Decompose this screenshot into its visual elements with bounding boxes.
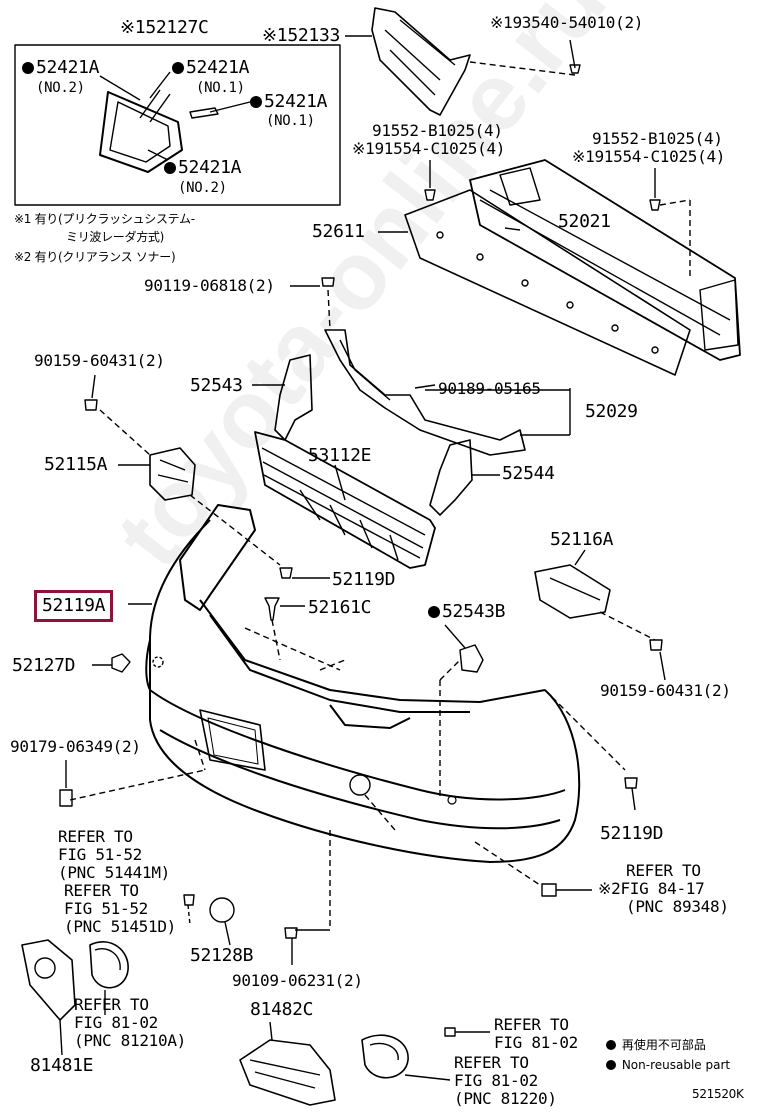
label-52127D: 52127D xyxy=(12,655,76,676)
bracket-52133 xyxy=(371,7,471,116)
clip-52161C xyxy=(264,597,280,621)
label-81482C: 81482C xyxy=(250,999,314,1020)
bolt-90159-left xyxy=(84,399,98,411)
figure-code: 521520K xyxy=(692,1087,744,1101)
label-52021: 52021 xyxy=(558,211,611,232)
label-52611: 52611 xyxy=(312,221,365,242)
cap-52128B xyxy=(209,897,235,923)
note-1: ※1 有り(プリクラッシュシステム- xyxy=(14,212,195,226)
note-no2-a: (NO.2) xyxy=(36,80,85,96)
note-no1-a: (NO.1) xyxy=(196,80,245,96)
non-reusable-mark-icon xyxy=(606,1040,616,1050)
screw-right xyxy=(444,1027,456,1037)
pad-52543B xyxy=(459,644,484,673)
label-90159-left: 90159-60431(2) xyxy=(34,351,165,370)
label-90119: 90119-06818(2) xyxy=(144,276,275,295)
label-52128B: 52128B xyxy=(190,945,254,966)
bolt-90119 xyxy=(321,277,335,287)
label-52421A-no2-b: 52421A xyxy=(164,158,242,178)
fog-cover-81481E xyxy=(21,939,76,1021)
note-no2-b: (NO.2) xyxy=(178,180,227,196)
sonar-clip xyxy=(541,883,557,897)
screw-left xyxy=(183,894,195,906)
clip-52119D-bottom xyxy=(624,777,638,789)
bracket-52544 xyxy=(429,439,473,516)
legend-jp: 再使用不可部品 xyxy=(606,1036,706,1053)
leader-inset-2 xyxy=(149,71,171,99)
bumper-cover-52119A xyxy=(145,504,581,863)
non-reusable-mark-icon xyxy=(428,606,440,618)
label-52421A-no2-a: 52421A xyxy=(22,58,100,78)
bolt-93540 xyxy=(569,64,581,74)
label-52544: 52544 xyxy=(502,463,555,484)
label-52133: ※152133 xyxy=(262,25,341,46)
non-reusable-mark-icon xyxy=(606,1060,616,1070)
clip-52119D-top xyxy=(279,567,293,579)
label-52115A: 52115A xyxy=(44,454,108,475)
label-93540: ※193540-54010(2) xyxy=(490,13,644,32)
non-reusable-mark-icon xyxy=(164,162,176,174)
label-52119D-top: 52119D xyxy=(332,569,396,590)
label-52543: 52543 xyxy=(190,375,243,396)
fog-lamp-right xyxy=(361,1034,409,1079)
refer-89348[interactable]: REFER TO ※2FIG 84-17 (PNC 89348) xyxy=(598,861,729,916)
bracket-52115A xyxy=(149,447,196,501)
screw-90109 xyxy=(284,927,298,939)
label-90159-right: 90159-60431(2) xyxy=(600,681,731,700)
leader-inset-1 xyxy=(99,75,141,101)
bolt-91552-right xyxy=(649,199,661,211)
grille-53112E xyxy=(254,431,436,569)
label-52543B: 52543B xyxy=(428,602,506,622)
label-52421A-no1-a: 52421A xyxy=(172,58,250,78)
label-52119A-selected[interactable]: 52119A xyxy=(34,590,114,622)
bracket-52543 xyxy=(274,354,313,441)
note-no1-b: (NO.1) xyxy=(266,113,315,129)
label-53112E: 53112E xyxy=(308,445,372,466)
non-reusable-mark-icon xyxy=(250,96,262,108)
label-52127C: ※152127C xyxy=(120,17,209,38)
label-91552-right: 91552-B1025(4) xyxy=(592,129,723,148)
legend-en: Non-reusable part xyxy=(606,1058,730,1072)
leader-inset-4 xyxy=(147,149,169,161)
label-52116A: 52116A xyxy=(550,529,614,550)
note-2: ※2 有り(クリアランス ソナー) xyxy=(14,250,176,264)
label-90179: 90179-06349(2) xyxy=(10,737,141,756)
radar-cover-inset xyxy=(99,89,219,173)
leader-inset-3 xyxy=(209,101,251,113)
non-reusable-mark-icon xyxy=(172,62,184,74)
label-91552-left: 91552-B1025(4) xyxy=(372,121,503,140)
label-52119D-bottom: 52119D xyxy=(600,823,664,844)
bolt-90159-right xyxy=(649,639,663,651)
fog-lamp-left xyxy=(89,941,129,989)
inset-frame xyxy=(14,44,341,206)
label-81481E: 81481E xyxy=(30,1055,94,1076)
cap-52127D xyxy=(111,653,131,673)
bracket-52116A xyxy=(534,564,611,619)
clip-90179 xyxy=(59,789,73,807)
label-52029: 52029 xyxy=(585,401,638,422)
absorber-52611 xyxy=(404,189,691,376)
non-reusable-mark-icon xyxy=(22,62,34,74)
label-90109: 90109-06231(2) xyxy=(232,971,363,990)
label-91554-left: ※191554-C1025(4) xyxy=(352,139,506,158)
note-1-cont: ミリ波レーダ方式) xyxy=(66,230,164,244)
label-90189: 90189-05165 xyxy=(438,379,541,398)
label-91554-right: ※191554-C1025(4) xyxy=(572,147,726,166)
bezel-81482C xyxy=(239,1039,336,1106)
reinforcement-52021 xyxy=(469,159,741,361)
label-52421A-no1-b: 52421A xyxy=(250,92,328,112)
label-52161C: 52161C xyxy=(308,597,372,618)
bolt-91552-left xyxy=(424,189,436,201)
support-52029 xyxy=(324,329,526,456)
